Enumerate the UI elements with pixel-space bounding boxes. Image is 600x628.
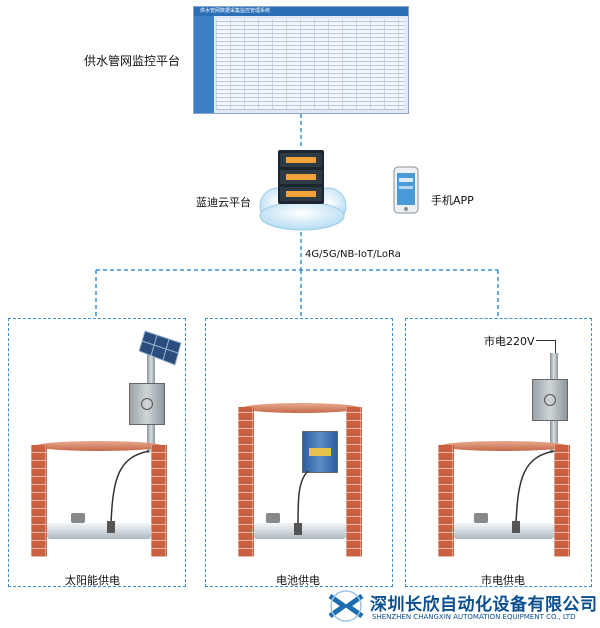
battery-well-lid — [242, 403, 360, 413]
platform-screen-titlebar: 供水管网数据采集监控管理系统 — [194, 7, 408, 16]
cloud-label: 蓝迪云平台 — [196, 196, 251, 209]
panel-battery: 电池供电 — [205, 318, 393, 587]
platform-label: 供水管网监控平台 — [84, 54, 181, 68]
panel-mains-label: 市电供电 — [481, 574, 525, 587]
mains-wire — [536, 340, 556, 341]
mains-sensor-cable — [512, 450, 555, 533]
battery-sensor-cable — [294, 470, 309, 535]
battery-logger-box — [302, 431, 338, 473]
solar-brick-right — [151, 445, 167, 557]
solar-panel-icon — [139, 330, 182, 366]
solar-well-lid — [35, 441, 163, 451]
mains-control-box — [532, 379, 568, 421]
battery-brick-right — [346, 407, 362, 557]
server-icon — [278, 150, 324, 204]
solar-brick-left — [31, 445, 47, 557]
mains-brick-right — [554, 445, 570, 557]
solar-pipe — [47, 523, 151, 539]
cloud-server-icon — [259, 150, 347, 231]
mains-well-lid — [440, 441, 568, 451]
mains-wire-drop — [555, 340, 556, 354]
mains-valve — [474, 513, 488, 523]
mains-pipe — [454, 523, 554, 539]
network-label: 4G/5G/NB-IoT/LoRa — [305, 249, 401, 260]
mains-220v-label: 市电220V — [484, 335, 535, 348]
panel-battery-label: 电池供电 — [276, 574, 320, 587]
battery-brick-left — [238, 407, 254, 557]
solar-valve — [71, 513, 85, 523]
company-name-en: SHENZHEN CHANGXIN AUTOMATION EQUIPMENT C… — [372, 613, 576, 621]
battery-valve — [266, 513, 280, 523]
app-label: 手机APP — [431, 194, 474, 207]
mains-brick-left — [438, 445, 454, 557]
platform-screen: 供水管网数据采集监控管理系统 — [193, 6, 409, 114]
panel-solar-label: 太阳能供电 — [65, 574, 120, 587]
platform-screen-sidebar — [194, 16, 214, 113]
company-logo-icon — [328, 590, 364, 622]
phone-icon — [393, 166, 419, 214]
company-name-cn: 深圳长欣自动化设备有限公司 — [370, 595, 598, 615]
solar-control-box — [129, 383, 165, 425]
platform-screen-table — [216, 19, 405, 110]
panel-solar: 太阳能供电 — [8, 318, 186, 587]
panel-mains: 市电220V 市电供电 — [405, 318, 592, 587]
solar-sensor-cable — [107, 450, 150, 533]
